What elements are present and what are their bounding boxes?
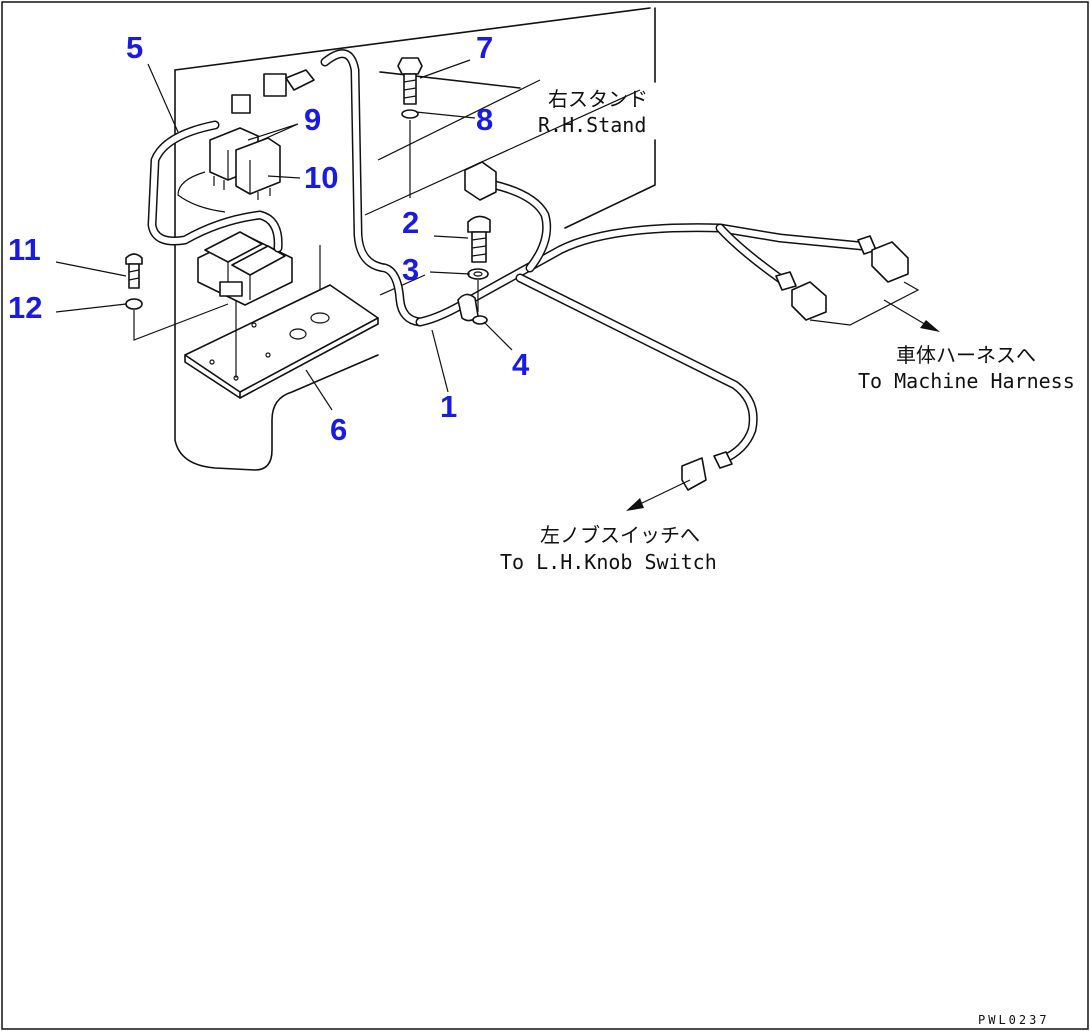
callout-8: 8 <box>476 102 493 137</box>
leader-lines <box>55 59 513 411</box>
sub-harness <box>147 49 425 327</box>
stand-label-jp: 右スタンド <box>548 87 648 111</box>
text-labels: 右スタンド R.H.Stand 車体ハーネスへ To Machine Harne… <box>500 87 1075 1027</box>
callout-9: 9 <box>304 102 321 137</box>
main-harness <box>415 180 867 465</box>
callout-7: 7 <box>476 30 493 65</box>
machine-harness-label-en: To Machine Harness <box>858 369 1075 393</box>
drawing-code: PWL0237 <box>978 1013 1050 1027</box>
bolt-11 <box>125 253 229 341</box>
callout-6: 6 <box>330 412 347 447</box>
callout-1: 1 <box>440 389 457 424</box>
callout-3: 3 <box>402 252 419 287</box>
callout-11: 11 <box>8 232 41 267</box>
callout-2: 2 <box>402 205 419 240</box>
relay-block <box>197 231 293 306</box>
harness-connectors <box>464 161 920 491</box>
mounting-plate <box>184 284 379 399</box>
knob-switch-label-en: To L.H.Knob Switch <box>500 550 717 574</box>
relay-pair <box>209 127 281 200</box>
callout-5: 5 <box>126 30 143 65</box>
callout-10: 10 <box>304 160 338 195</box>
direction-arrows <box>626 299 940 511</box>
bolt-7 <box>397 57 423 198</box>
knob-switch-label-jp: 左ノブスイッチへ <box>540 523 700 547</box>
bolt-2 <box>467 215 491 325</box>
callout-numbers: 1 2 3 4 5 6 7 8 9 10 11 12 <box>8 30 530 447</box>
stand-label-en: R.H.Stand <box>538 113 646 137</box>
machine-harness-label-jp: 車体ハーネスへ <box>896 343 1036 367</box>
callout-4: 4 <box>512 347 530 382</box>
rh-stand <box>174 7 656 471</box>
callout-12: 12 <box>8 290 42 325</box>
